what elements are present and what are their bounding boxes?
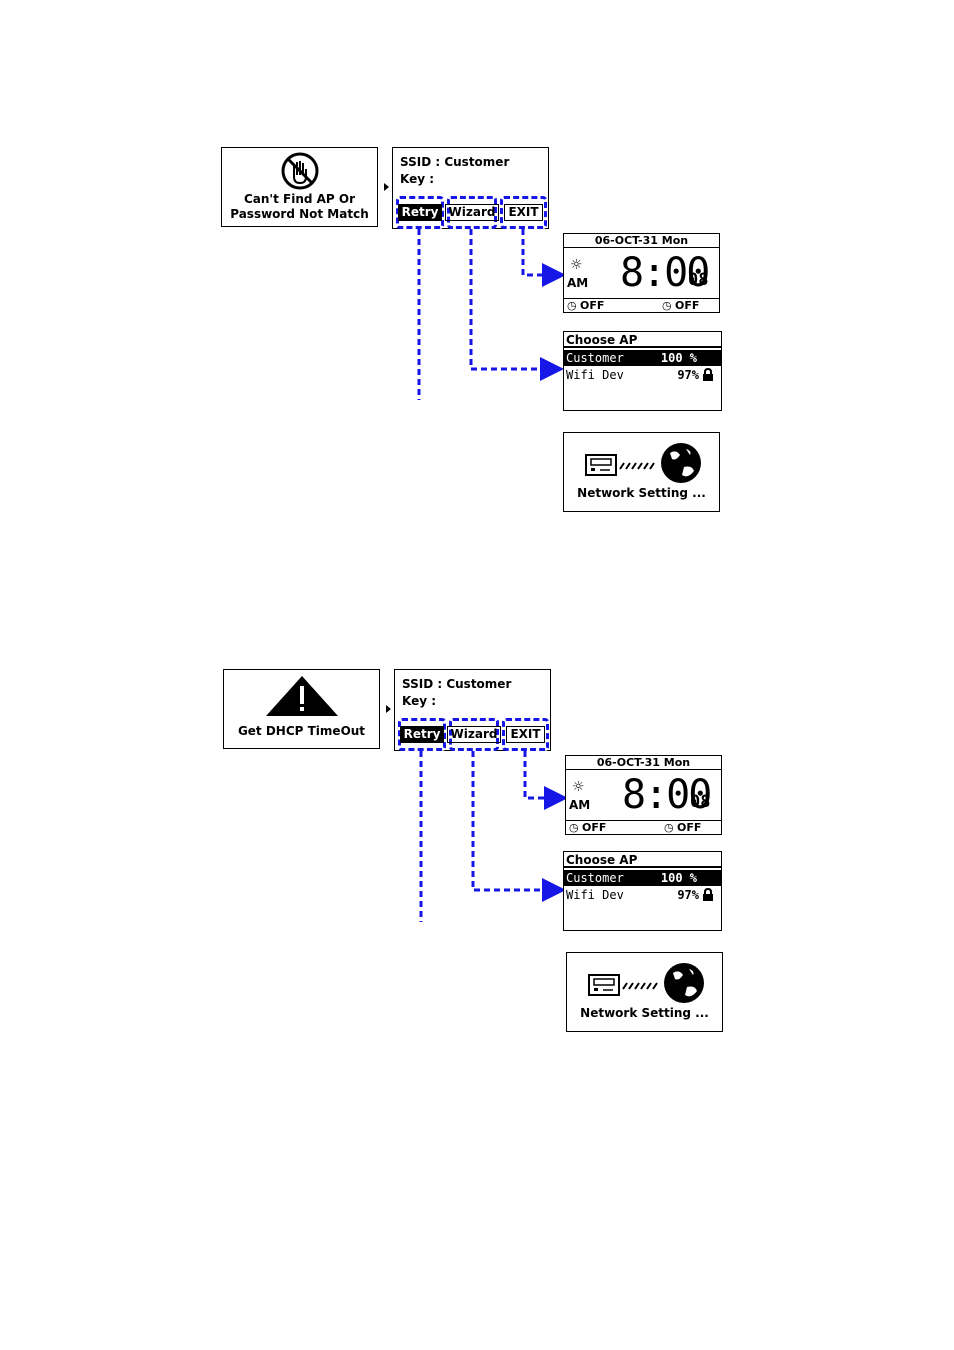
sun-icon: ☼ (570, 257, 583, 273)
alarm2-icon: ◷ (664, 821, 674, 834)
clock-footer: ◷ OFF ◷ OFF (566, 820, 721, 834)
ap-list-item[interactable]: Customer 100 % (564, 870, 721, 886)
choose-ap-screen: Choose AP Customer 100 % Wifi Dev 97% (563, 851, 722, 931)
alarm2-icon: ◷ (662, 299, 672, 312)
ap-list-item[interactable]: Wifi Dev 97% (564, 887, 721, 903)
flow-dhcp-timeout: Get DHCP TimeOut SSID : Customer Key : R… (0, 522, 954, 1032)
exit-button[interactable]: EXIT (500, 196, 547, 229)
sun-icon: ☼ (572, 779, 585, 795)
clock-ampm: AM (569, 798, 591, 812)
alarm1-status: OFF (582, 821, 607, 834)
flow-cant-find-ap: Can't Find AP Or Password Not Match SSID… (0, 0, 954, 512)
ap-name: Wifi Dev (566, 888, 624, 902)
device-to-globe-icon (588, 963, 704, 1003)
wizard-button-label: Wizard (446, 726, 502, 743)
network-setting-screen: Network Setting ... (566, 952, 723, 1032)
network-setting-screen: Network Setting ... (563, 432, 720, 512)
ap-list-item[interactable]: Wifi Dev 97% (564, 367, 721, 383)
retry-button[interactable]: Retry (396, 196, 444, 229)
error-message: Can't Find AP Or Password Not Match (230, 192, 369, 221)
choose-ap-title: Choose AP (564, 852, 721, 868)
wizard-button-label: Wizard (444, 204, 500, 221)
retry-button-label: Retry (397, 204, 443, 221)
stop-hand-icon (281, 152, 319, 190)
clock-time: 8:00 (622, 772, 712, 818)
choose-ap-screen: Choose AP Customer 100 % Wifi Dev 97% (563, 331, 722, 411)
ap-name: Wifi Dev (566, 368, 624, 382)
error-message: Get DHCP TimeOut (237, 724, 366, 738)
ssid-label: SSID : Customer (402, 677, 512, 691)
clock-footer: ◷ OFF ◷ OFF (564, 298, 719, 312)
clock-screen: 06-OCT-31 Mon ☼ AM 8:00 08 ◷ OFF ◷ OFF (563, 233, 720, 313)
device-to-globe-icon (585, 443, 701, 483)
clock-date: 06-OCT-31 Mon (564, 234, 719, 248)
network-setting-label: Network Setting ... (577, 486, 706, 500)
flow-arrow-icon (384, 183, 389, 191)
alarm1-status: OFF (580, 299, 605, 312)
clock-screen: 06-OCT-31 Mon ☼ AM 8:00 08 ◷ OFF ◷ OFF (565, 755, 722, 835)
exit-connector (521, 229, 566, 287)
wizard-connector (471, 751, 566, 902)
ap-signal: 97% (677, 368, 699, 382)
warning-icon (266, 676, 338, 716)
ap-name: Customer (566, 351, 624, 365)
exit-button-label: EXIT (506, 726, 545, 743)
key-label: Key : (400, 172, 435, 186)
wizard-connector (469, 229, 564, 381)
alarm2-status: OFF (677, 821, 702, 834)
exit-button[interactable]: EXIT (502, 718, 549, 751)
ap-signal: 100 % (660, 351, 697, 365)
retry-connector (419, 751, 423, 922)
wizard-button[interactable]: Wizard (446, 718, 502, 751)
wizard-button[interactable]: Wizard (444, 196, 500, 229)
retry-button[interactable]: Retry (398, 718, 446, 751)
clock-date: 06-OCT-31 Mon (566, 756, 721, 770)
ap-name: Customer (566, 871, 624, 885)
alarm2-status: OFF (675, 299, 700, 312)
exit-button-label: EXIT (504, 204, 543, 221)
ap-signal: 100 % (660, 871, 697, 885)
exit-connector (523, 751, 568, 810)
flow-arrow-icon (386, 705, 391, 713)
retry-connector (417, 229, 421, 400)
alarm1-icon: ◷ (569, 821, 579, 834)
clock-time: 8:00 (620, 250, 710, 296)
choose-ap-title: Choose AP (564, 332, 721, 348)
retry-button-label: Retry (399, 726, 445, 743)
error-message-box: Get DHCP TimeOut (223, 669, 380, 749)
ap-list-item[interactable]: Customer 100 % (564, 350, 721, 366)
lock-icon (703, 888, 713, 901)
ssid-label: SSID : Customer (400, 155, 510, 169)
error-message-box: Can't Find AP Or Password Not Match (221, 147, 378, 227)
network-setting-label: Network Setting ... (580, 1006, 709, 1020)
clock-seconds: 08 (688, 270, 709, 290)
alarm1-icon: ◷ (567, 299, 577, 312)
clock-seconds: 08 (690, 792, 711, 812)
ap-signal: 97% (677, 888, 699, 902)
clock-ampm: AM (567, 276, 589, 290)
key-label: Key : (402, 694, 437, 708)
lock-icon (703, 368, 713, 381)
